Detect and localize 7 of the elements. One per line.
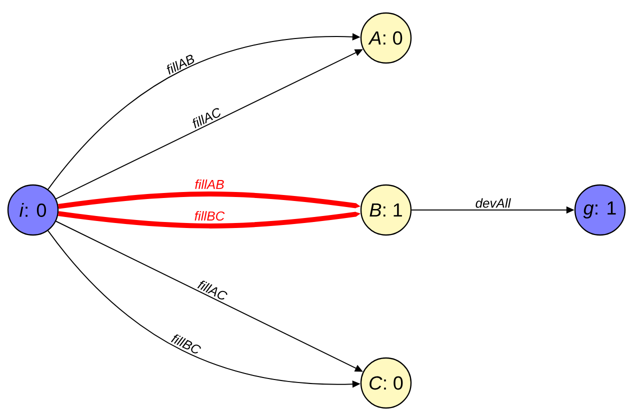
edge-label: fillAC: [197, 280, 228, 300]
edge-label: fillAC: [192, 108, 220, 128]
edge-label: fillAB: [166, 54, 194, 75]
edge-label: fillAB: [195, 180, 224, 189]
edge-label: fillBC: [170, 334, 201, 354]
edge-label: fillBC: [194, 211, 225, 221]
edge-label: devAll: [476, 198, 511, 208]
